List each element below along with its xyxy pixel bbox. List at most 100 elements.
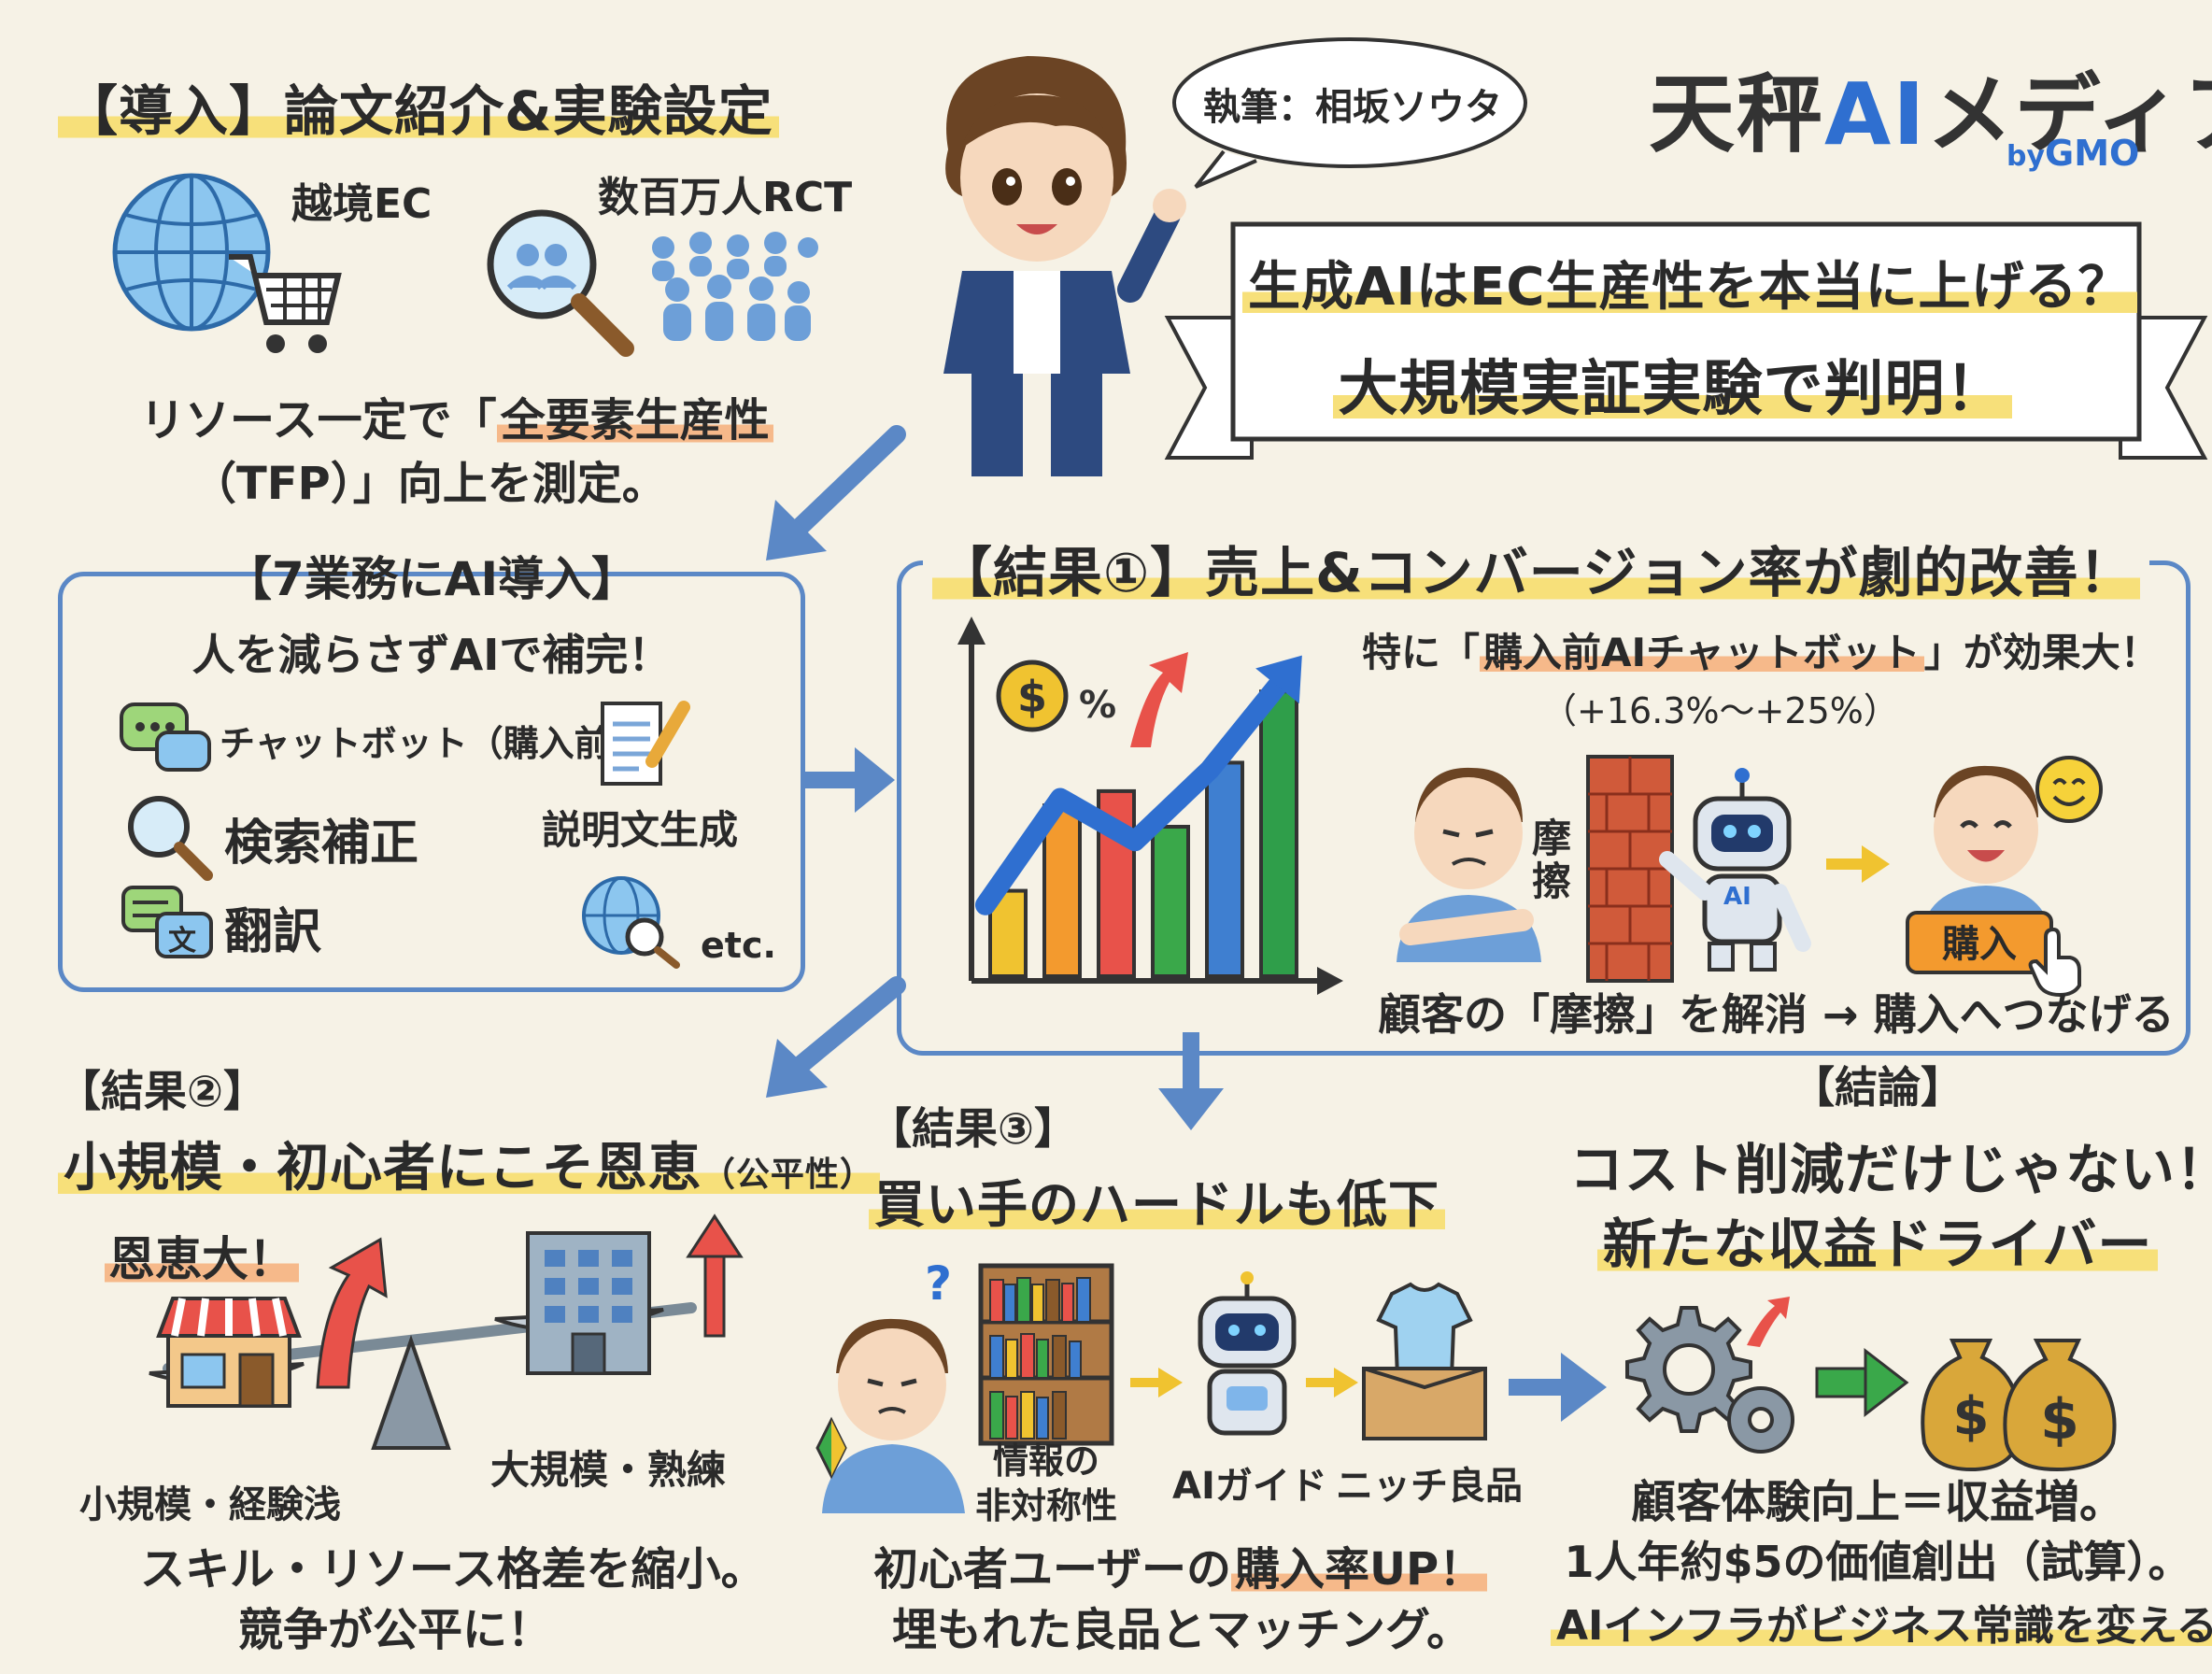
result1-range: （+16.3%〜+25%） bbox=[1541, 690, 1899, 731]
conclusion-desc1: 顧客体験向上＝収益増。 bbox=[1630, 1476, 2124, 1528]
result1-note-a: 特に「 bbox=[1362, 630, 1481, 675]
result2-title-main: 小規模・初心者にこそ恩恵 bbox=[64, 1138, 702, 1199]
ai7-item-translate: 翻訳 bbox=[224, 904, 322, 960]
asymmetry-line1: 情報の bbox=[992, 1440, 1099, 1482]
trend-arrowhead bbox=[1255, 655, 1302, 704]
niche-goods-box-icon bbox=[1362, 1282, 1487, 1440]
robot-ai-tag: AI bbox=[1723, 883, 1751, 911]
result2-title-wrap: 小規模・初心者にこそ恩恵（公平性） bbox=[58, 1138, 880, 1199]
result2-title: 小規模・初心者にこそ恩恵（公平性） bbox=[58, 1126, 880, 1201]
green-right-arrow-icon bbox=[1815, 1347, 1909, 1418]
headline-line1-text: 生成AIはEC生産性を本当に上げる？ bbox=[1242, 257, 2137, 318]
money-bag-symbol-1: $ bbox=[1953, 1386, 1990, 1447]
conclusion-label: 【結論】 bbox=[1792, 1062, 1964, 1113]
ai7-subtitle: 人を減らさずAIで補完！ bbox=[191, 630, 672, 680]
conclusion-title2: 新たな収益ドライバー bbox=[1569, 1200, 2186, 1279]
translate-glyph: 文 bbox=[168, 925, 196, 958]
search-icon bbox=[128, 796, 213, 881]
conclusion-title1: コスト削減だけじゃない！ bbox=[1569, 1138, 2212, 1201]
percent-sign: % bbox=[1079, 684, 1116, 727]
headline-line2: 大規模実証実験で判明！ bbox=[1242, 341, 2102, 427]
result1-note-chatbot: 購入前AIチャットボット bbox=[1480, 630, 1924, 675]
benefit-label: 恩恵大！ bbox=[105, 1222, 299, 1289]
headline-line2-text: 大規模実証実験で判明！ bbox=[1332, 355, 2012, 424]
small-shop-icon bbox=[156, 1297, 302, 1408]
red-thin-up-arrow-icon bbox=[686, 1213, 744, 1338]
dollar-coin-symbol: $ bbox=[1017, 672, 1047, 722]
result1-title-text: 【結果①】売上&コンバージョン率が劇的改善！ bbox=[932, 541, 2140, 604]
crowd-icon bbox=[652, 232, 818, 341]
brand-ai: AI bbox=[1824, 64, 1927, 164]
label-rct: 数百万人RCT bbox=[598, 174, 853, 221]
dollar-coin-icon bbox=[996, 660, 1069, 732]
arrow-to-result2 bbox=[766, 976, 906, 1098]
result2-label: 【結果②】 bbox=[58, 1066, 266, 1116]
ai7-item-etc: etc. bbox=[701, 925, 776, 966]
result1-title: 【結果①】売上&コンバージョン率が劇的改善！ bbox=[923, 529, 2149, 607]
question-mark: ? bbox=[925, 1256, 953, 1311]
result1-caption: 顧客の「摩擦」を解消 → 購入へつなげる bbox=[1378, 989, 2175, 1040]
brand-logo: 天秤AIメディア bbox=[1649, 45, 2212, 169]
robot-icon bbox=[1659, 768, 1811, 972]
asymmetry-label: 情報の 非対称性 bbox=[962, 1439, 1130, 1528]
niche-goods-label: ニッチ良品 bbox=[1336, 1465, 1523, 1508]
author-character bbox=[943, 56, 1186, 476]
intro-desc-line1: リソース一定で「全要素生産性 bbox=[140, 383, 773, 448]
brand-by: by bbox=[2006, 140, 2046, 173]
ai7-item-search: 検索補正 bbox=[224, 816, 419, 872]
headline-line1: 生成AIはEC生産性を本当に上げる？ bbox=[1242, 245, 2137, 320]
arrow-to-result3 bbox=[1158, 1032, 1224, 1130]
intro-title: 【導入】論文紹介&実験設定 bbox=[58, 67, 779, 146]
result2-title-fairness: （公平性） bbox=[701, 1156, 874, 1194]
magnifier-people-icon bbox=[487, 209, 634, 357]
chat-bubble-icon bbox=[120, 702, 211, 772]
right-arrow-icon bbox=[1826, 845, 1890, 883]
result1-note-c: 」が効果大！ bbox=[1923, 630, 2160, 675]
chart-bar bbox=[1205, 760, 1244, 978]
brand-gmo: GMO bbox=[2045, 133, 2140, 174]
ai-guide-robot-icon bbox=[1198, 1271, 1297, 1436]
buy-button-label: 購入 bbox=[1942, 923, 2017, 966]
intro-desc-prefix: リソース一定で「 bbox=[140, 394, 497, 447]
result2-desc1: スキル・リソース格差を縮小。 bbox=[140, 1543, 766, 1596]
bookshelf-icon bbox=[978, 1263, 1114, 1446]
chart-x-arrowhead bbox=[1317, 967, 1343, 995]
smiley-icon bbox=[2035, 756, 2103, 823]
brand-suffix: メディア bbox=[1926, 64, 2212, 164]
ai7-title: 【7業務にAI導入】 bbox=[224, 552, 639, 606]
ai7-item-chatbot: チャットボット（購入前） bbox=[220, 723, 645, 764]
result1-note: 特に「購入前AIチャットボット」が効果大！ bbox=[1362, 621, 2160, 678]
ai7-panel bbox=[58, 572, 805, 992]
buy-button bbox=[1906, 911, 2053, 974]
gears-icon bbox=[1625, 1297, 1794, 1454]
result3-label: 【結果③】 bbox=[869, 1103, 1077, 1154]
author-credit: 執筆：相坂ソウタ bbox=[1203, 86, 1502, 129]
benefit-label-text: 恩恵大！ bbox=[105, 1232, 299, 1286]
result3-title: 買い手のハードルも低下 bbox=[869, 1163, 1445, 1237]
brick-wall-icon bbox=[1586, 755, 1674, 983]
label-small-inexperienced: 小規模・経験浅 bbox=[79, 1483, 341, 1526]
friction-label: 摩擦 bbox=[1532, 816, 1572, 904]
label-large-experienced: 大規模・熟練 bbox=[490, 1447, 727, 1493]
globe-search-icon bbox=[582, 876, 680, 969]
intro-desc-tfp: 全要素生産性 bbox=[496, 394, 773, 447]
conclusion-desc3: AIインフラがビジネス常識を変える！ bbox=[1551, 1592, 2212, 1652]
result1-bar-chart: $ % bbox=[957, 617, 1343, 995]
conclusion-desc2: 1人年約$5の価値創出（試算）。 bbox=[1564, 1537, 2191, 1587]
label-cross-border-ec: 越境EC bbox=[291, 180, 432, 228]
money-bags-icon: $ $ bbox=[1921, 1339, 2117, 1472]
speech-bubble bbox=[1172, 37, 1527, 189]
result3-desc2: 埋もれた良品とマッチング。 bbox=[892, 1604, 1472, 1656]
large-building-icon bbox=[526, 1231, 651, 1375]
chart-bar bbox=[1259, 689, 1298, 978]
conclusion-desc3-text: AIインフラがビジネス常識を変える！ bbox=[1551, 1602, 2212, 1650]
brand-by-gmo: byGMO bbox=[2006, 133, 2139, 174]
trend-line bbox=[975, 667, 1295, 915]
arrow-result3-to-conclusion bbox=[1509, 1353, 1607, 1422]
globe-icon bbox=[112, 173, 271, 332]
arrow-ai7-to-result1 bbox=[803, 747, 895, 813]
translate-icon bbox=[121, 886, 213, 958]
shopping-cart-icon bbox=[229, 254, 342, 353]
red-up-arrow-icon bbox=[1130, 652, 1188, 747]
result3-title-text: 買い手のハードルも低下 bbox=[869, 1175, 1445, 1234]
